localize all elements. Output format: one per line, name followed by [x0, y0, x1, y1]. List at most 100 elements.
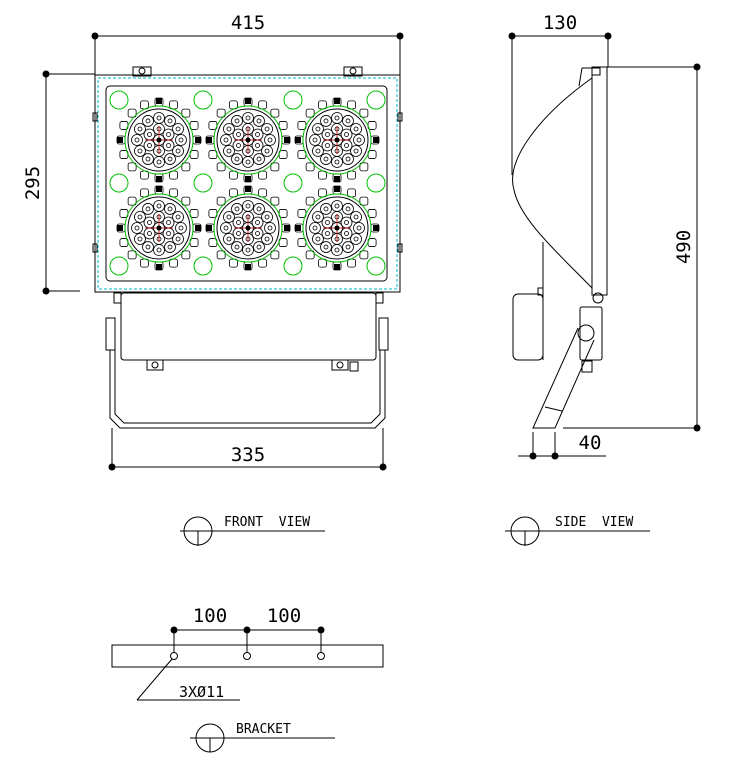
clamp-screw: [206, 225, 212, 231]
led-lens: [251, 227, 264, 240]
side-height-label: 490: [673, 230, 695, 264]
led-lens: [220, 222, 232, 234]
spacer-ring: [283, 90, 303, 110]
heatsink-fin: [216, 162, 226, 172]
led-lens: [242, 112, 254, 124]
led-chip: [353, 126, 359, 132]
bracket-view: 100 100 3XØ11 BRACKET: [111, 605, 384, 753]
clamp-screw: [195, 225, 201, 231]
led-lens: [353, 222, 365, 234]
front-view: 415 295: [22, 12, 404, 546]
spacing-label-1: 100: [193, 605, 227, 627]
led-chip: [156, 203, 162, 209]
led-module: [294, 185, 380, 271]
heatsink-fin: [127, 250, 137, 260]
side-height-dimension: 490: [563, 63, 701, 432]
led-chip: [145, 206, 151, 212]
spacing-label-2: 100: [267, 605, 301, 627]
led-chip: [255, 143, 260, 148]
lens-rim: [127, 196, 191, 260]
side-depth-label: 130: [543, 12, 577, 34]
led-lens: [261, 233, 273, 245]
led-lens: [172, 211, 184, 223]
led-lens: [321, 227, 334, 240]
housing-side: [512, 66, 608, 429]
led-lens: [134, 211, 146, 223]
side-offset-label: 40: [579, 432, 602, 454]
clamp-screw: [295, 137, 301, 143]
led-lens: [353, 134, 365, 146]
mounting-hole: [170, 652, 178, 660]
led-lens: [253, 115, 265, 127]
led-lens: [261, 211, 273, 223]
led-lens: [232, 227, 245, 240]
spacer-ring: [283, 173, 303, 193]
front-height-label: 295: [22, 166, 44, 200]
led-chip: [345, 156, 351, 162]
led-chip: [236, 220, 241, 225]
led-chip: [145, 244, 151, 250]
led-lens: [331, 112, 343, 124]
led-lens: [223, 145, 235, 157]
led-chip: [344, 143, 349, 148]
led-lens: [162, 227, 175, 240]
led-chip: [353, 148, 359, 154]
led-chip: [344, 220, 349, 225]
led-chip: [245, 247, 251, 253]
heatsink-fin: [181, 108, 191, 118]
led-lens: [134, 145, 146, 157]
clamp-screw: [284, 225, 290, 231]
led-chip: [245, 115, 251, 121]
led-lens: [309, 134, 321, 146]
led-lens: [340, 139, 353, 152]
heatsink-fin: [181, 250, 191, 260]
led-lens: [143, 216, 156, 229]
heatsink-fin: [270, 162, 280, 172]
heatsink-fin: [305, 108, 315, 118]
led-lens: [131, 134, 143, 146]
heatsink-fin: [181, 162, 191, 172]
led-lens: [142, 241, 154, 253]
led-chip: [256, 244, 262, 250]
led-chip: [167, 118, 173, 124]
led-lens: [142, 153, 154, 165]
led-chip: [264, 148, 270, 154]
center-dot: [245, 137, 251, 143]
center-dot: [334, 137, 340, 143]
side-view: 130 490 40: [505, 12, 701, 546]
led-lens: [231, 153, 243, 165]
led-lens: [220, 134, 232, 146]
led-chip: [325, 132, 330, 137]
led-chip: [236, 231, 241, 236]
led-lens: [350, 211, 362, 223]
led-chip: [226, 214, 232, 220]
heatsink-fin: [270, 250, 280, 260]
heatsink-fin: [270, 108, 280, 118]
led-chip: [236, 143, 241, 148]
led-lens: [232, 216, 245, 229]
led-lens: [320, 115, 332, 127]
led-chip: [315, 236, 321, 242]
led-module: [205, 97, 291, 183]
spacer-ring: [109, 256, 129, 276]
led-lens: [142, 115, 154, 127]
led-lens: [331, 156, 343, 168]
led-chip: [255, 220, 260, 225]
led-chip: [256, 118, 262, 124]
led-chip: [166, 231, 171, 236]
lens-rim: [216, 108, 280, 172]
housing-front: [92, 66, 403, 293]
lens-rim: [305, 196, 369, 260]
heatsink-fin: [305, 162, 315, 172]
led-chip: [175, 236, 181, 242]
led-chip: [175, 126, 181, 132]
led-chip: [166, 143, 171, 148]
led-chip: [264, 214, 270, 220]
led-lens: [331, 200, 343, 212]
mounting-bracket-front: [105, 292, 389, 429]
led-lens: [340, 227, 353, 240]
led-chip: [323, 244, 329, 250]
led-chip: [156, 115, 162, 121]
led-chip: [167, 156, 173, 162]
led-lens: [251, 216, 264, 229]
